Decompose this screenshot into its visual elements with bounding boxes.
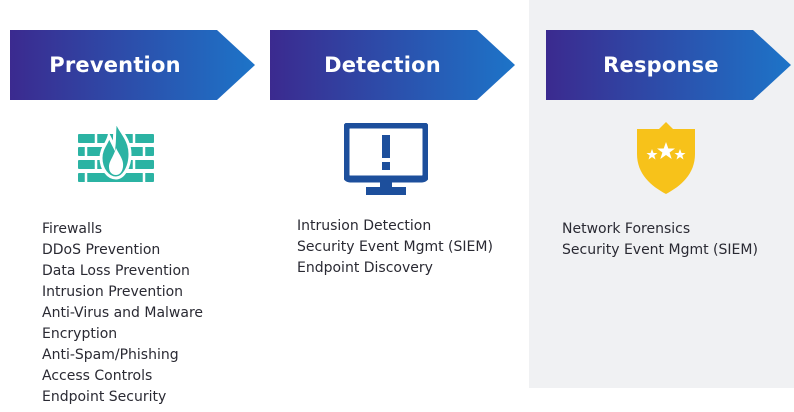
- list-item: Access Controls: [42, 368, 153, 384]
- detection-arrow: Detection: [270, 30, 515, 100]
- firewall-flame-icon: [78, 118, 154, 194]
- list-item: Security Event Mgmt (SIEM): [297, 239, 493, 255]
- prevention-label: Prevention: [49, 53, 181, 77]
- list-item: Network Forensics: [562, 221, 691, 237]
- list-item: Security Event Mgmt (SIEM): [562, 242, 758, 258]
- list-item: DDoS Prevention: [42, 242, 161, 258]
- list-item: Firewalls: [42, 221, 103, 237]
- list-item: Endpoint Discovery: [297, 260, 433, 276]
- prevention-items-list: Firewalls DDoS Prevention Data Loss Prev…: [42, 219, 203, 408]
- monitor-alert-icon: [342, 121, 430, 201]
- list-item: Intrusion Prevention: [42, 284, 184, 300]
- list-item: Data Loss Prevention: [42, 263, 190, 279]
- list-item: Intrusion Detection: [297, 218, 432, 234]
- list-item: Anti-Virus and Malware: [42, 305, 204, 321]
- response-label: Response: [603, 53, 719, 77]
- list-item: Endpoint Security: [42, 389, 167, 405]
- detection-label: Detection: [324, 53, 441, 77]
- list-item: Anti-Spam/Phishing: [42, 347, 179, 363]
- shield-stars-icon: [633, 120, 699, 200]
- prevention-arrow: Prevention: [10, 30, 255, 100]
- list-item: Encryption: [42, 326, 118, 342]
- detection-items-list: Intrusion Detection Security Event Mgmt …: [297, 216, 493, 279]
- response-items-list: Network Forensics Security Event Mgmt (S…: [562, 219, 758, 261]
- response-arrow: Response: [546, 30, 791, 100]
